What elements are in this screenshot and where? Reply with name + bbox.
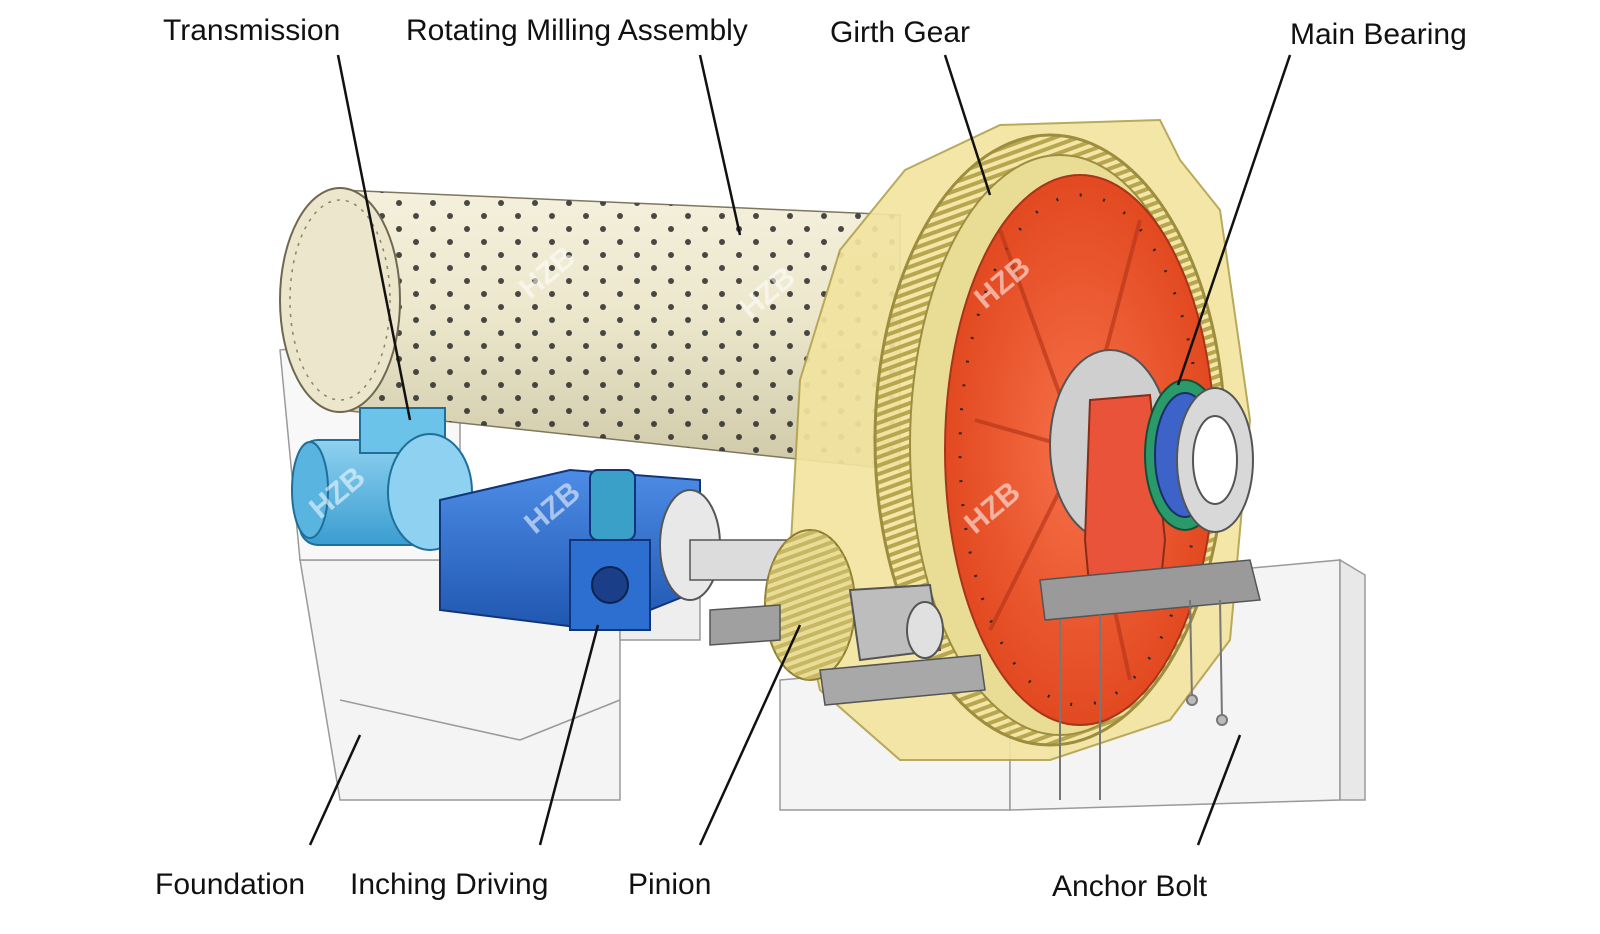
leader-main-bearing (1176, 54, 1292, 386)
leader-inching-driving (538, 624, 600, 846)
pinion-shaft (659, 489, 986, 706)
label-girth-gear: Girth Gear (830, 16, 971, 49)
leader-rotating-milling-assembly (698, 54, 742, 236)
inching-gearbox (439, 468, 701, 632)
anchor-bolts (1059, 599, 1228, 800)
label-rotating-milling-assembly: Rotating Milling Assembly (406, 14, 748, 47)
leader-transmission (336, 54, 412, 421)
label-anchor-bolt: Anchor Bolt (1052, 870, 1208, 903)
leader-girth-gear (943, 54, 992, 196)
label-main-bearing: Main Bearing (1290, 18, 1467, 51)
label-transmission: Transmission (163, 14, 341, 47)
main-bearing (1039, 379, 1261, 621)
leader-anchor-bolt (1196, 734, 1242, 846)
leader-lines (308, 54, 1292, 846)
label-foundation: Foundation (155, 868, 306, 901)
mill-shell (279, 187, 901, 471)
label-pinion: Pinion (628, 868, 712, 901)
leader-pinion (698, 624, 802, 846)
label-inching-driving: Inching Driving (350, 868, 549, 901)
leader-foundation (308, 734, 362, 846)
